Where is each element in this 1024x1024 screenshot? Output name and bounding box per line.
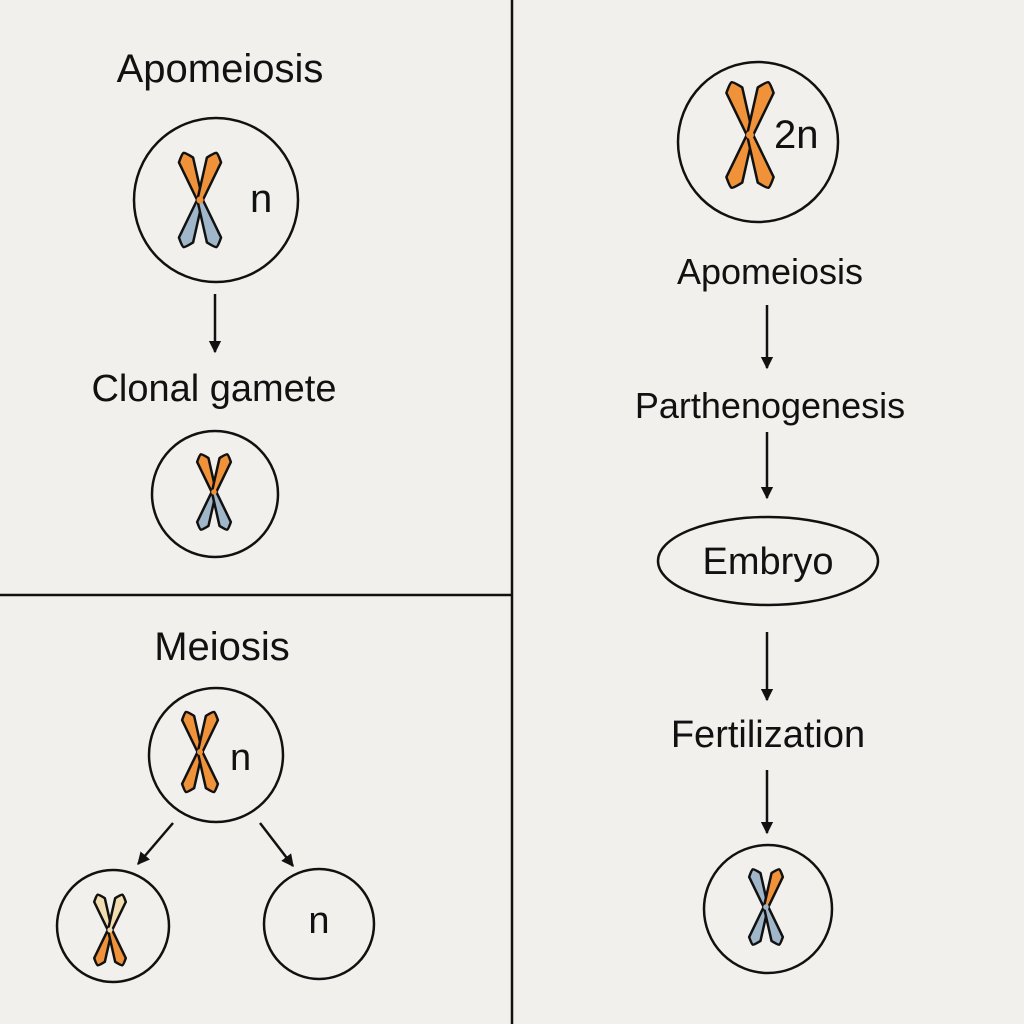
chromatid-arm xyxy=(177,197,204,249)
embryo-label: Embryo xyxy=(703,541,834,583)
chromatid-arm xyxy=(210,453,233,494)
step-label-clonal-gamete: Clonal gamete xyxy=(91,368,336,410)
chromatid-arm xyxy=(92,893,114,932)
panel-apomeiosis: Apomeiosis n Clonal gamete xyxy=(91,47,337,559)
panel-pathway: 2n Apomeiosis Parthenogenesis Embryo Fer… xyxy=(635,60,905,975)
chromatid-arm xyxy=(725,80,755,138)
chromosome-icon xyxy=(747,868,785,946)
centromere xyxy=(211,489,217,495)
cell-haploid xyxy=(132,116,300,284)
chromatid-arm xyxy=(196,151,223,203)
arrow-down-right xyxy=(259,822,294,867)
chromatid-arm xyxy=(180,750,204,794)
centromere xyxy=(763,904,769,910)
chromatid-arm xyxy=(747,868,770,909)
chromatid-arm xyxy=(196,710,220,754)
cell-daughter-left xyxy=(55,868,171,984)
chromatid-arm xyxy=(195,490,218,531)
centromere xyxy=(746,131,754,139)
chromatid-arm xyxy=(762,905,785,946)
embryo-node xyxy=(656,515,880,607)
ploidy-label: n xyxy=(250,177,272,221)
chromatid-arm xyxy=(196,750,220,794)
panel-meiosis: Meiosis n n xyxy=(55,625,376,984)
cell-daughter-right xyxy=(262,867,376,981)
chromatid-arm xyxy=(180,710,204,754)
ploidy-label: n xyxy=(230,737,251,779)
chromosome-icon xyxy=(92,893,128,967)
chromatid-arm xyxy=(725,132,755,190)
chromatid-arm xyxy=(92,928,114,967)
step-label-fertilization: Fertilization xyxy=(671,714,865,756)
chromosome-icon xyxy=(180,710,220,794)
chromatid-arm xyxy=(177,151,204,203)
panel-title-meiosis: Meiosis xyxy=(154,625,290,669)
chromatid-arm xyxy=(196,197,223,249)
cell-diploid xyxy=(676,60,840,224)
step-label-apomeiosis: Apomeiosis xyxy=(677,251,863,292)
arrow-down-left xyxy=(137,822,174,865)
panel-title-apomeiosis: Apomeiosis xyxy=(117,47,324,91)
chromatid-arm xyxy=(745,80,775,138)
chromosome-icon xyxy=(725,80,775,190)
chromatid-arm xyxy=(210,490,233,531)
chromatid-arm xyxy=(106,893,128,932)
ploidy-label: 2n xyxy=(774,113,819,157)
centromere xyxy=(197,749,203,755)
chromatid-arm xyxy=(762,868,785,909)
cell-clonal-gamete xyxy=(150,429,280,559)
ploidy-label: n xyxy=(308,900,329,942)
centromere xyxy=(196,196,204,204)
chromatid-arm xyxy=(747,905,770,946)
chromatid-arm xyxy=(106,928,128,967)
chromosome-icon xyxy=(195,453,233,531)
step-label-parthenogenesis: Parthenogenesis xyxy=(635,385,905,426)
cell-zygote xyxy=(702,843,834,975)
chromatid-arm xyxy=(195,453,218,494)
centromere xyxy=(107,927,113,933)
cell-parent xyxy=(147,686,285,824)
chromatid-arm xyxy=(745,132,775,190)
chromosome-icon xyxy=(177,151,223,249)
